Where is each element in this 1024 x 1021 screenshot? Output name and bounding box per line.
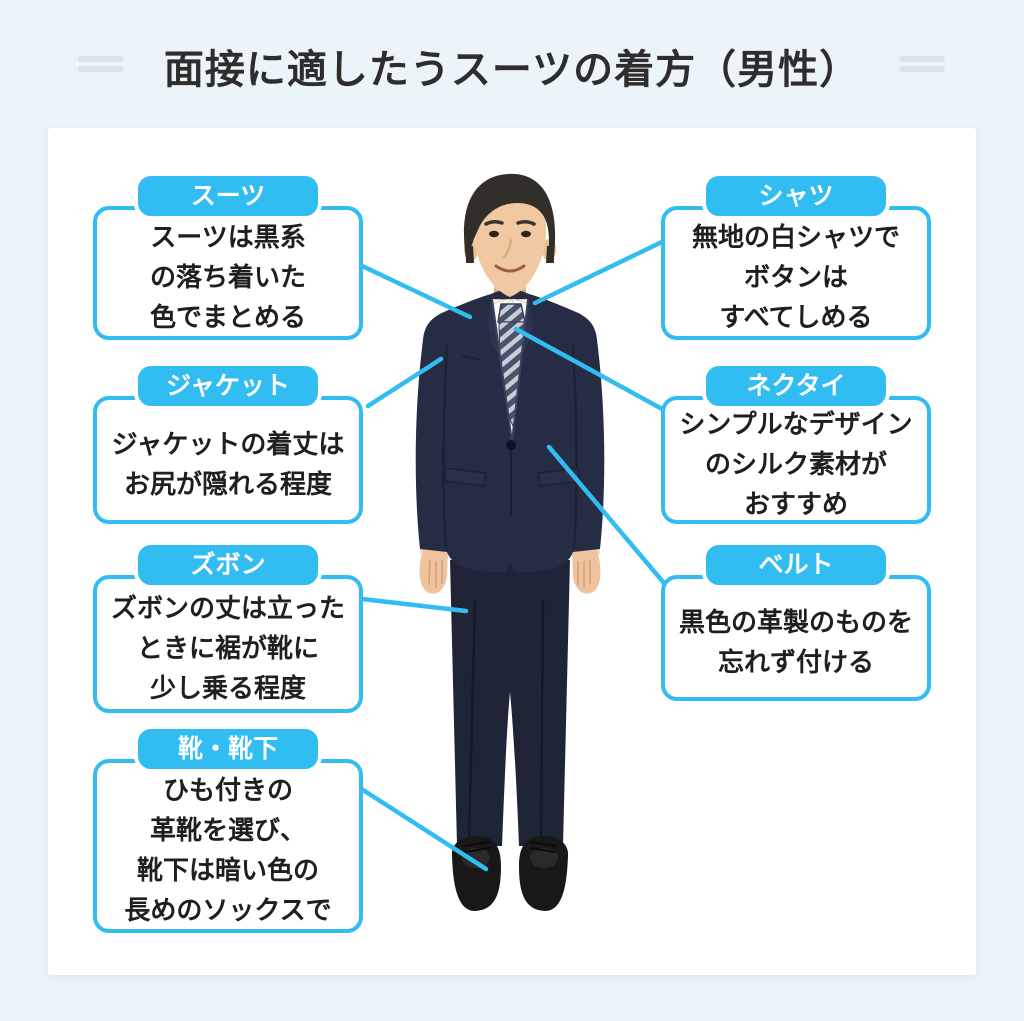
- callout-shirt-label: シャツ: [702, 172, 890, 220]
- callout-shoes-socks-body: ひも付きの 革靴を選び、 靴下は暗い色の 長めのソックスで: [124, 775, 332, 925]
- shoe-left: [451, 836, 501, 911]
- leader-line-shoes: [357, 785, 489, 872]
- callout-shirt-body: 無地の白シャツで ボタンは すべてしめる: [691, 222, 900, 332]
- callout-necktie-label: ネクタイ: [702, 362, 890, 410]
- callout-jacket-label: ジャケット: [134, 362, 322, 410]
- leader-lines: [357, 238, 667, 872]
- callout-pants-body: ズボンの丈は立った ときに裾が靴に 少し乗る程度: [110, 593, 345, 703]
- callout-pants-label: ズボン: [134, 541, 322, 589]
- callout-suit-body: スーツは黒系 の落ち着いた 色でまとめる: [149, 222, 306, 332]
- page-title: 面接に適したうスーツの着方（男性）: [163, 48, 861, 92]
- callout-necktie: ネクタイ シンプルなデザイン のシルク素材が おすすめ: [661, 362, 931, 524]
- shoe-right: [519, 836, 569, 911]
- callout-belt-body: 黒色の革製のものを 忘れず付ける: [678, 607, 913, 677]
- callout-suit: スーツ スーツは黒系 の落ち着いた 色でまとめる: [93, 172, 363, 340]
- title-decoration-left-icon: [78, 56, 124, 73]
- leader-line-pants: [359, 596, 469, 614]
- leader-line-jacket: [365, 356, 444, 409]
- leader-line-necktie: [513, 326, 667, 413]
- callout-pants: ズボン ズボンの丈は立った ときに裾が靴に 少し乗る程度: [93, 541, 363, 713]
- leader-line-shirt: [532, 238, 667, 306]
- callout-suit-label: スーツ: [134, 172, 322, 220]
- callout-necktie-body: シンプルなデザイン のシルク素材が おすすめ: [679, 409, 913, 519]
- callout-belt: ベルト 黒色の革製のものを 忘れず付ける: [661, 541, 931, 701]
- necktie-graphic: [497, 303, 526, 323]
- title-decoration-right-icon: [899, 56, 945, 73]
- leader-line-belt: [546, 444, 667, 586]
- callout-shoes-socks: 靴・靴下 ひも付きの 革靴を選び、 靴下は暗い色の 長めのソックスで: [93, 725, 363, 933]
- callout-shoes-socks-label: 靴・靴下: [134, 725, 322, 773]
- callout-jacket: ジャケット ジャケットの着丈は お尻が隠れる程度: [93, 362, 363, 524]
- callout-jacket-body: ジャケットの着丈は お尻が隠れる程度: [111, 429, 345, 499]
- callout-belt-label: ベルト: [702, 541, 890, 589]
- callout-shirt: シャツ 無地の白シャツで ボタンは すべてしめる: [661, 172, 931, 340]
- leader-line-suit: [357, 262, 473, 320]
